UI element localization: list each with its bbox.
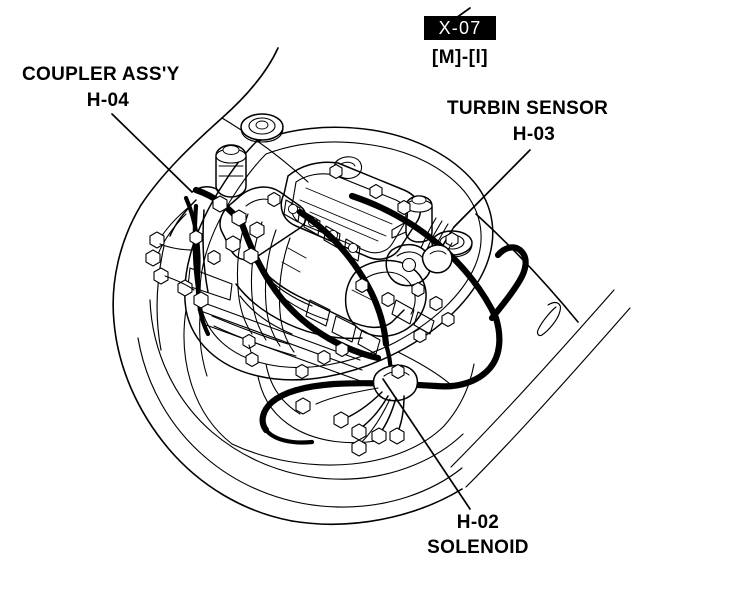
fluid-reservoir-right [391,195,433,243]
strut-tower-left [240,113,284,143]
connector-hex [145,195,265,309]
wire-branches [145,163,459,457]
turbine-sensor-h03 [420,217,459,274]
leader-h04 [111,113,193,193]
coupler-assembly-h04 [145,186,265,309]
fender-wire-runs [211,315,309,380]
vehicle-body-outline [112,47,631,526]
leader-h02 [382,378,471,510]
page-tag-box [424,16,496,40]
engine-brackets [281,247,435,355]
callout-h02-code: H-02 [457,512,499,533]
valve-cover [280,156,422,260]
callout-leaders [111,113,531,510]
solenoid-h02 [295,363,419,457]
callout-h02: H-02 SOLENOID [427,512,529,558]
callout-labels: COUPLER ASS'Y H-04 TURBIN SENSOR H-03 H-… [22,64,608,558]
callout-h04-title: COUPLER ASS'Y [22,64,180,85]
page-tag: X-07 [M]-[l] [424,7,496,68]
engine-bay-panels [183,126,494,466]
engine-top-connectors [189,163,455,366]
callout-h04-code: H-04 [87,90,130,111]
leader-h03 [453,149,531,228]
page-tag-code: X-07 [439,18,482,38]
callout-h03-title: TURBIN SENSOR [447,98,608,119]
callout-h03-code: H-03 [513,124,555,145]
page-tag-subcode: [M]-[l] [432,47,488,68]
callout-h04: COUPLER ASS'Y H-04 [22,64,180,111]
callout-h03: TURBIN SENSOR H-03 [447,98,608,145]
wiring-harness [183,186,529,445]
callout-h02-title: SOLENOID [427,537,529,558]
fluid-reservoir-left [215,144,247,198]
